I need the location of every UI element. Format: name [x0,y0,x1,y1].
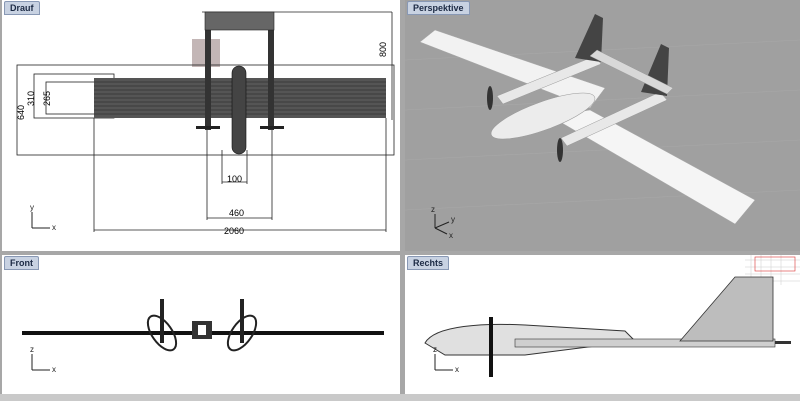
axis-triad-perspective: z y x [431,205,455,240]
dim-boom-spacing: 460 [229,208,244,218]
svg-text:y: y [451,215,455,224]
viewport-front[interactable]: Front z x [2,255,400,394]
dim-chord-outer: 640 [16,105,26,120]
dim-chord-mid: 310 [26,91,36,106]
svg-text:x: x [449,231,453,240]
svg-text:x: x [455,365,459,374]
viewport-tab-right[interactable]: Rechts [407,256,450,270]
dim-fuselage-width: 100 [227,174,242,184]
axis-triad-top: y x [30,203,56,232]
top-view-drawing: 800 640 310 265 100 460 2060 y x [16,11,395,236]
svg-text:x: x [52,365,56,374]
viewport-perspective[interactable]: Perspektive z y x [405,0,800,251]
svg-text:z: z [30,345,34,354]
viewport-right[interactable]: Rechts z x [405,255,800,394]
viewport-tab-front[interactable]: Front [4,256,39,270]
dim-overall-height: 800 [378,42,388,57]
status-strip [0,394,800,401]
svg-text:z: z [431,205,435,214]
axis-triad-front: z x [30,345,56,374]
dim-chord-inner: 265 [42,91,52,106]
viewport-tab-top[interactable]: Drauf [4,1,40,15]
svg-text:z: z [433,345,437,354]
dim-wingspan: 2060 [224,226,244,236]
perspective-drawing: z y x [405,14,800,240]
front-view-drawing: z x [22,299,384,374]
svg-text:y: y [30,203,34,212]
svg-text:x: x [52,223,56,232]
right-view-drawing: z x [424,255,800,377]
viewport-tab-perspective[interactable]: Perspektive [407,1,470,15]
viewport-top[interactable]: Drauf [2,0,400,251]
axis-triad-right: z x [433,345,459,374]
